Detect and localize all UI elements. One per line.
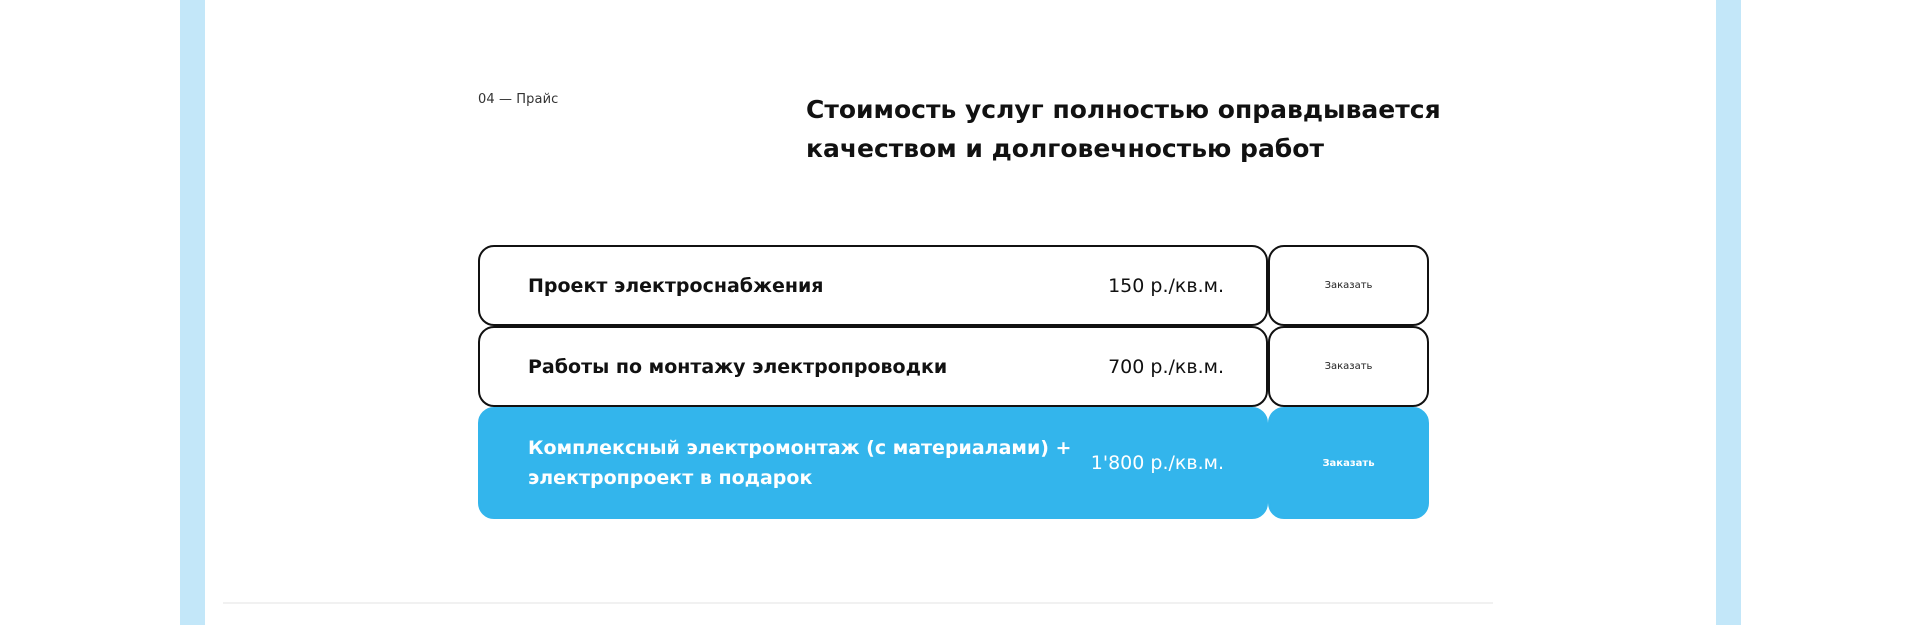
price-row: Работы по монтажу электропроводки 700 р.… [478, 326, 1429, 407]
order-button[interactable]: Заказать [1268, 326, 1429, 407]
service-cell: Проект электроснабжения 150 р./кв.м. [478, 245, 1268, 326]
price-list: Проект электроснабжения 150 р./кв.м. Зак… [478, 245, 1429, 519]
service-price: 1'800 р./кв.м. [1090, 452, 1224, 474]
service-price: 700 р./кв.м. [1108, 355, 1224, 378]
section-headline: Стоимость услуг полностью оправдывается … [806, 95, 1441, 163]
order-button[interactable]: Заказать [1268, 245, 1429, 326]
service-cell: Комплексный электромонтаж (с материалами… [478, 407, 1268, 519]
service-name: Комплексный электромонтаж (с материалами… [528, 437, 1072, 489]
section-divider [223, 602, 1493, 604]
service-name: Проект электроснабжения [528, 274, 824, 297]
service-cell: Работы по монтажу электропроводки 700 р.… [478, 326, 1268, 407]
section-label: 04 — Прайс [478, 92, 559, 107]
service-price: 150 р./кв.м. [1108, 274, 1224, 297]
price-row: Проект электроснабжения 150 р./кв.м. Зак… [478, 245, 1429, 326]
left-decorative-strip [180, 0, 205, 625]
order-button[interactable]: Заказать [1268, 407, 1429, 519]
service-name: Работы по монтажу электропроводки [528, 355, 948, 378]
price-row-featured: Комплексный электромонтаж (с материалами… [478, 407, 1429, 519]
right-decorative-strip [1716, 0, 1741, 625]
